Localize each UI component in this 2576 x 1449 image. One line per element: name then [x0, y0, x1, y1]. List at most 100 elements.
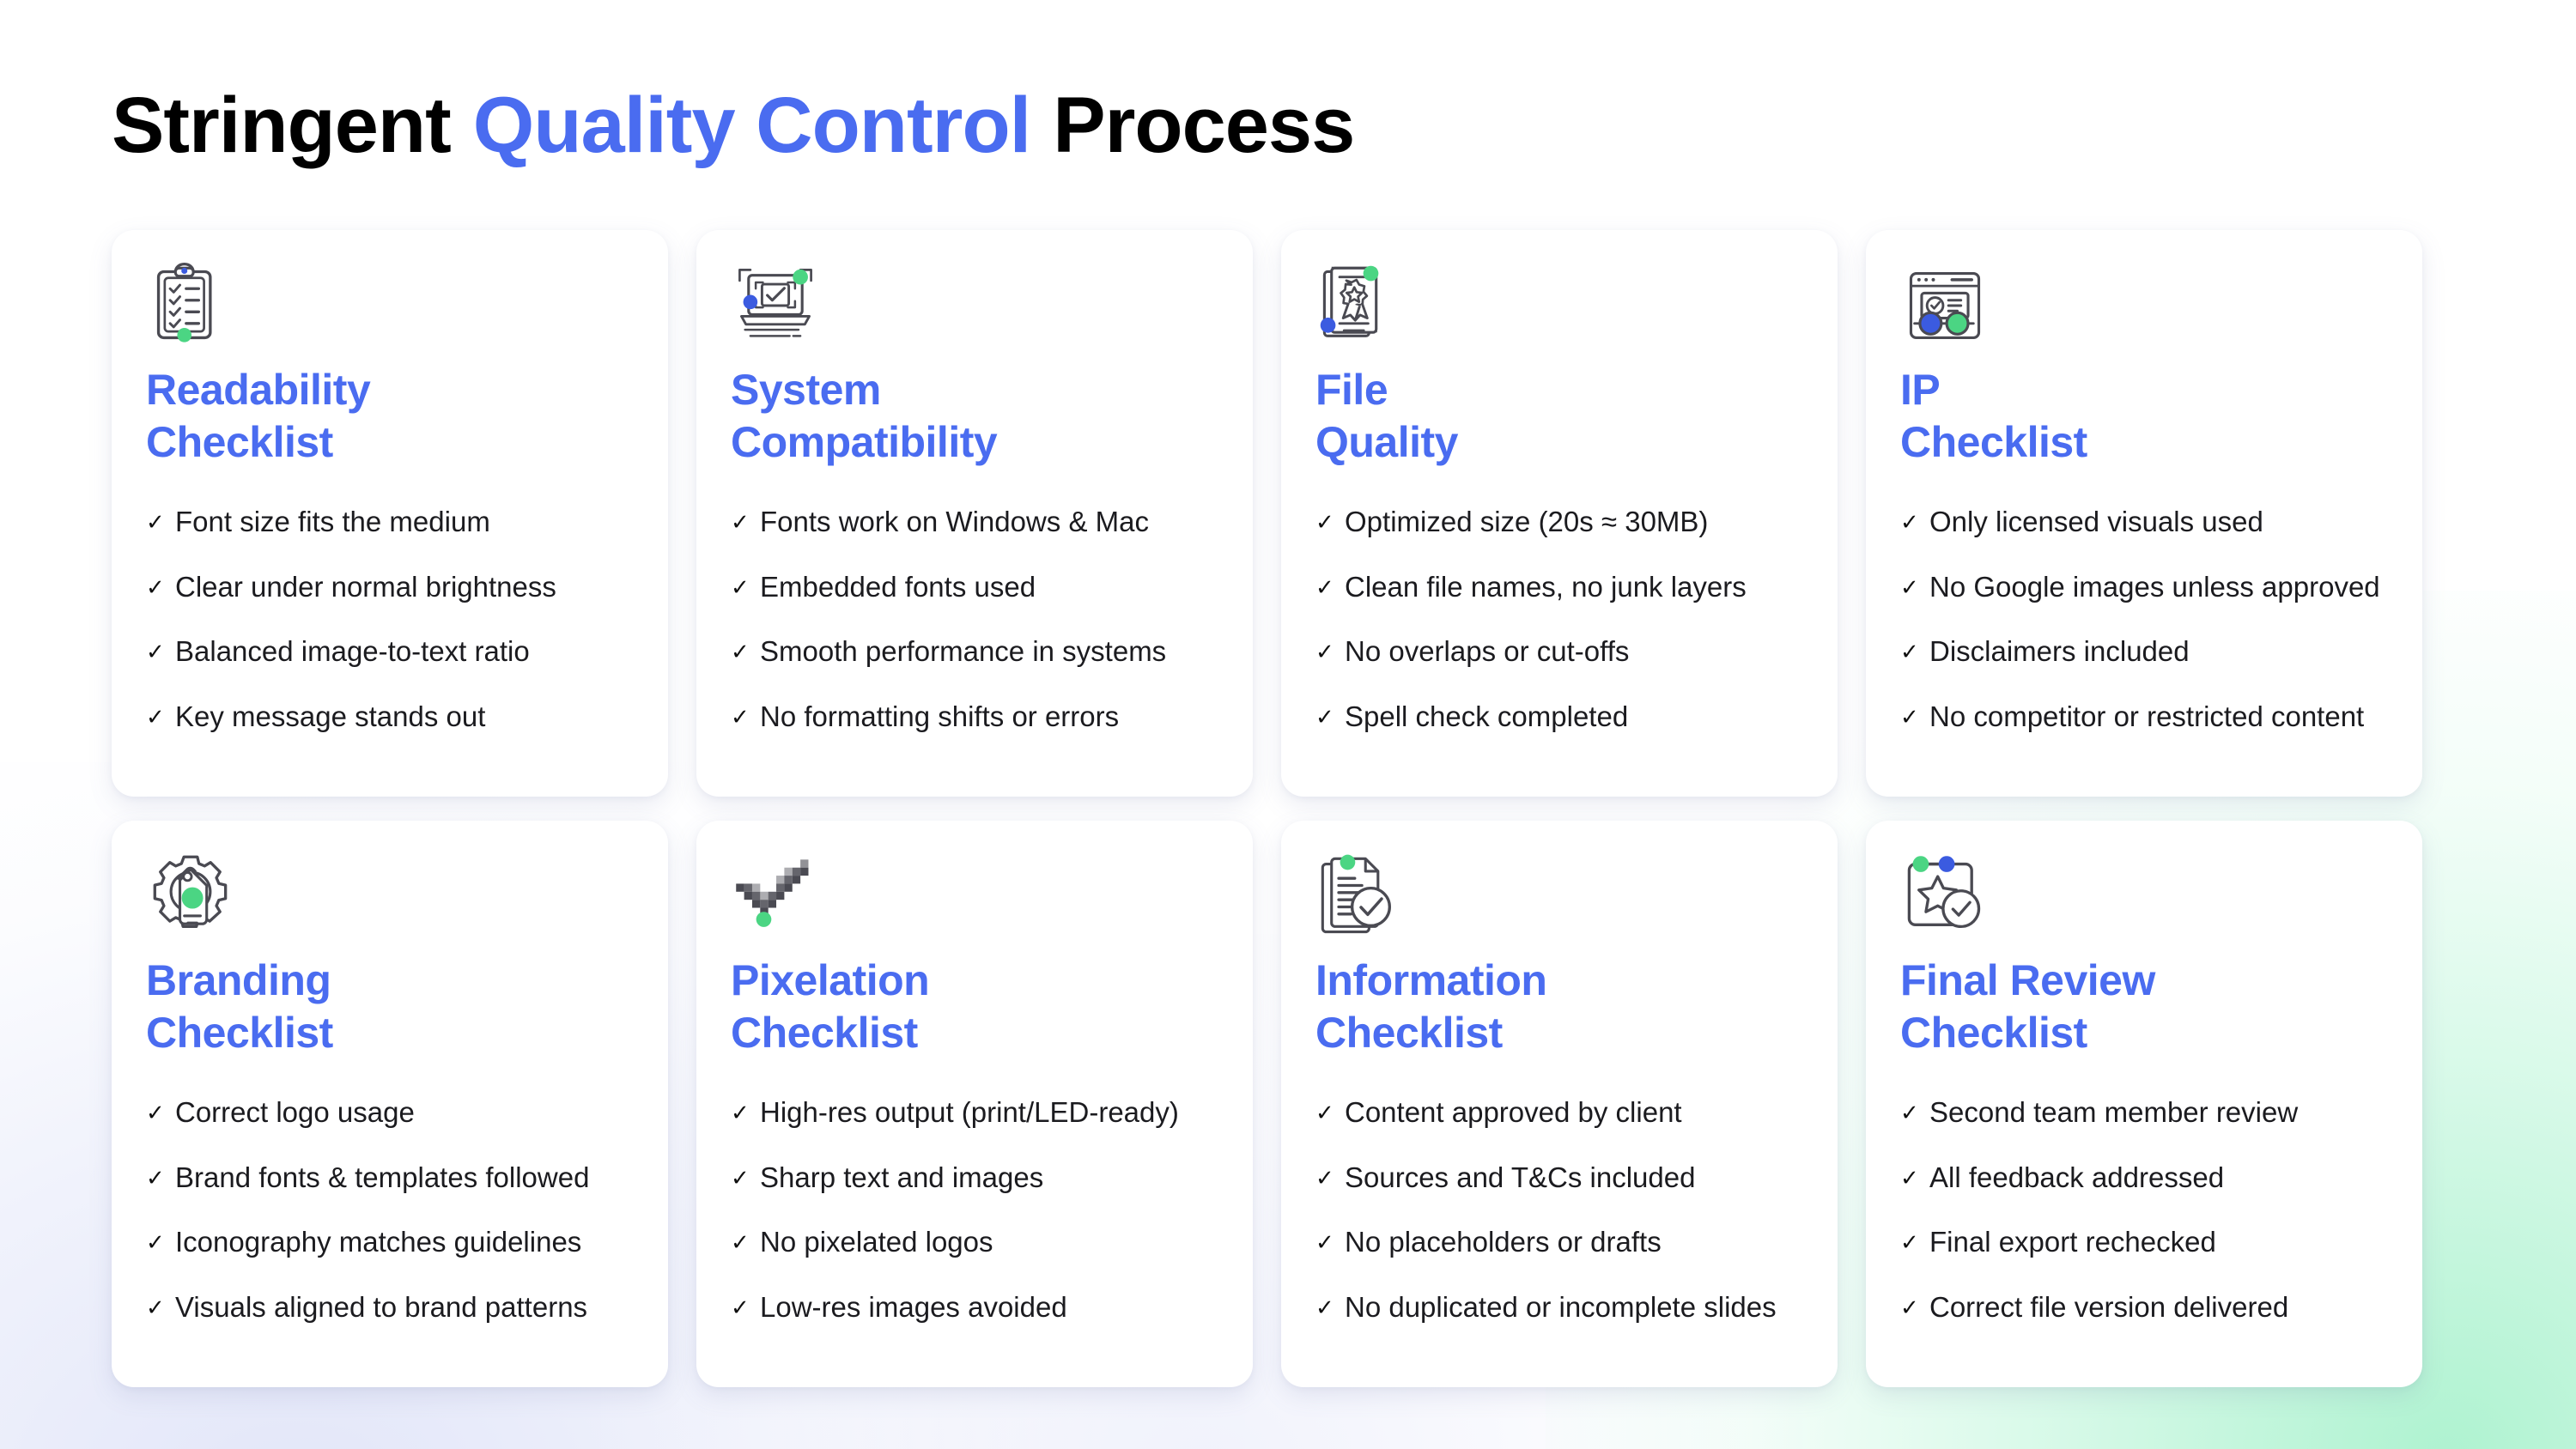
- card-checklist: ✓Second team member review✓All feedback …: [1900, 1095, 2388, 1324]
- check-icon: ✓: [1900, 509, 1919, 535]
- checklist-item: ✓ Smooth performance in systems: [731, 634, 1218, 669]
- checklist-item: ✓ Balanced image-to-text ratio: [146, 634, 634, 669]
- checklist-item-label: No duplicated or incomplete slides: [1345, 1290, 1777, 1323]
- checklist-item-label: Balanced image-to-text ratio: [175, 635, 530, 668]
- checklist-item-label: Smooth performance in systems: [760, 635, 1167, 668]
- checklist-item-label: Clean file names, no junk layers: [1345, 570, 1747, 603]
- check-icon: ✓: [146, 1229, 165, 1256]
- checklist-item-label: Iconography matches guidelines: [175, 1226, 582, 1258]
- card-title-line-2: Checklist: [1900, 1009, 2087, 1057]
- checklist-item-label: Disclaimers included: [1929, 635, 2190, 668]
- checklist-item-label: Brand fonts & templates followed: [175, 1161, 590, 1193]
- laptop-check-icon: [731, 261, 820, 350]
- check-icon: ✓: [1900, 703, 1919, 730]
- check-icon: ✓: [146, 639, 165, 665]
- checklist-item: ✓ Low-res images avoided: [731, 1290, 1218, 1325]
- card-checklist: ✓ Only licensed visuals used ✓ No Google im…: [1900, 505, 2388, 733]
- card-title-line-2: Checklist: [1315, 1009, 1503, 1057]
- checklist-item-label: Sharp text and images: [760, 1161, 1044, 1193]
- card-checklist: ✓ Content approved by client ✓ Sources and …: [1315, 1095, 1803, 1324]
- checklist-item: ✓ Visuals aligned to brand patterns: [146, 1290, 634, 1325]
- checklist-item-label: Content approved by client: [1345, 1096, 1682, 1128]
- checklist-item-label: Embedded fonts used: [760, 570, 1036, 603]
- browser-glasses-check-icon: [1900, 261, 1990, 350]
- check-icon: ✓: [1315, 1229, 1334, 1256]
- check-icon: ✓: [1900, 639, 1919, 665]
- checklist-item: ✓No competitor or restricted content: [1900, 700, 2388, 734]
- check-icon: ✓: [731, 573, 750, 600]
- check-icon: ✓: [146, 573, 165, 600]
- card-checklist: ✓ High-res output (print/LED-ready) ✓ Sharp…: [731, 1095, 1218, 1324]
- checklist-item: ✓No pixelated logos: [731, 1225, 1218, 1259]
- card-title-line-2: Checklist: [1900, 418, 2087, 466]
- checklist-item-label: Optimized size (20s ≈ 30MB): [1345, 506, 1709, 537]
- check-icon: ✓: [1900, 573, 1919, 600]
- check-icon: ✓: [731, 509, 750, 535]
- check-icon: ✓: [1315, 1100, 1334, 1125]
- checklist-item: ✓ Only licensed visuals used: [1900, 505, 2388, 539]
- check-icon: ✓: [1900, 1229, 1919, 1256]
- checklist-item-label: Clear under normal brightness: [175, 570, 556, 603]
- check-icon: ✓: [731, 639, 750, 665]
- checklist-item: ✓ Brand fonts & templates followed: [146, 1161, 634, 1195]
- checklist-item: ✓All feedback addressed: [1900, 1161, 2388, 1195]
- checklist-item: ✓No formatting shifts or errors: [731, 700, 1218, 734]
- check-icon: ✓: [146, 1100, 165, 1125]
- checklist-item: ✓Font size fits the medium: [146, 505, 634, 539]
- checklist-item: ✓ Final export rechecked: [1900, 1225, 2388, 1259]
- checklist-item: ✓Correct logo usage: [146, 1095, 634, 1130]
- checklist-item: ✓ Clear under normal brightness: [146, 570, 634, 604]
- checklist-item: ✓Optimized size (20s ≈ 30MB): [1315, 505, 1803, 539]
- check-icon: ✓: [146, 1164, 165, 1191]
- checklist-item-label: No overlaps or cut-offs: [1345, 635, 1630, 668]
- card-title-line-1: Information: [1315, 956, 1547, 1004]
- document-verified-icon: [1315, 852, 1405, 941]
- card-checklist: ✓Optimized size (20s ≈ 30MB)✓Clean file …: [1315, 505, 1803, 733]
- checklist-item-label: Visuals aligned to brand patterns: [175, 1290, 588, 1323]
- gear-tag-icon: [146, 852, 235, 941]
- check-icon: ✓: [731, 1100, 750, 1125]
- checklist-item-label: Fonts work on Windows & Mac: [760, 506, 1149, 537]
- checklist-item-label: No Google images unless approved: [1929, 570, 2380, 603]
- checklist-item-label: Sources and T&Cs included: [1345, 1161, 1696, 1193]
- card-title-line-2: Checklist: [731, 1009, 918, 1057]
- checklist-item: ✓ No overlaps or cut-offs: [1315, 634, 1803, 669]
- card-checklist: ✓ Fonts work on Windows & Mac ✓ Embedded fo…: [731, 505, 1218, 733]
- card-checklist: ✓Font size fits the medium ✓ Clear under n…: [146, 505, 634, 733]
- pixelated-checkmark-icon: [731, 852, 820, 941]
- checklist-item: ✓ Fonts work on Windows & Mac: [731, 505, 1218, 539]
- check-icon: ✓: [1900, 1100, 1919, 1125]
- checklist-item-label: High-res output (print/LED-ready): [760, 1096, 1179, 1128]
- check-icon: ✓: [731, 1164, 750, 1191]
- checklist-item: ✓Spell check completed: [1315, 700, 1803, 734]
- check-icon: ✓: [731, 1294, 750, 1320]
- checklist-item-label: Final export rechecked: [1929, 1226, 2216, 1258]
- check-icon: ✓: [731, 1229, 750, 1256]
- checklist-item-label: Low-res images avoided: [760, 1290, 1067, 1323]
- card-title-line-1: Readability: [146, 366, 371, 414]
- checklist-item: ✓ Iconography matches guidelines: [146, 1225, 634, 1259]
- check-icon: ✓: [146, 1294, 165, 1320]
- check-icon: ✓: [1315, 1164, 1334, 1191]
- card-title-line-1: Branding: [146, 956, 331, 1004]
- check-icon: ✓: [1315, 573, 1334, 600]
- checklist-item: ✓ Sources and T&Cs included: [1315, 1161, 1803, 1195]
- checklist-item-label: Only licensed visuals used: [1929, 506, 2263, 537]
- check-icon: ✓: [1315, 639, 1334, 665]
- check-icon: ✓: [1900, 1164, 1919, 1191]
- card-checklist: ✓Correct logo usage✓Brand fonts & templa…: [146, 1095, 634, 1324]
- check-icon: ✓: [1900, 1294, 1919, 1320]
- card-title-line-2: Checklist: [146, 1009, 333, 1057]
